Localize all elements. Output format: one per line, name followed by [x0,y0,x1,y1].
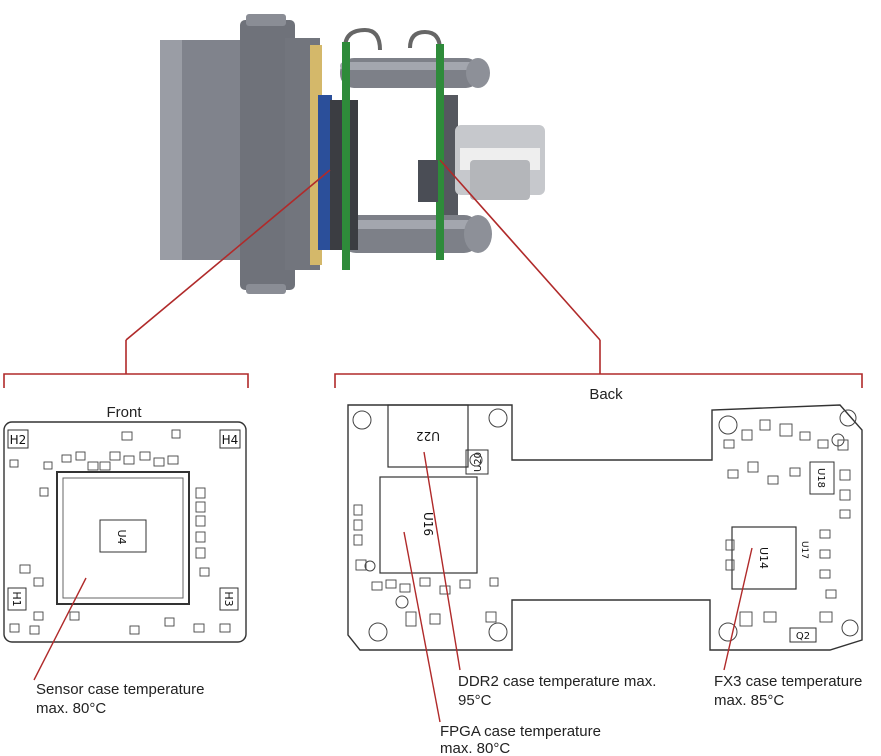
ddr2-annotation-line1: DDR2 case temperature max. [458,673,656,690]
sensor-annotation-line1: Sensor case temperature [36,681,204,698]
cable-loop-left [343,27,382,51]
camera-assembly-render [160,14,545,294]
rod-end-top [466,58,490,88]
mount-flange [240,20,295,290]
h2-label: H2 [10,433,27,447]
h1-pad [7,587,27,611]
back-round-part-4 [831,433,845,447]
annotation-pointers [33,451,753,723]
sensor-board-blue [318,95,332,250]
back-mounting-holes [352,408,859,642]
back-board: U22 U20 U16 U18 U14 U17 Q2 [347,404,863,651]
lens-barrel-highlight [160,40,182,260]
front-heading: Front [106,404,142,421]
ddr2-annotation-line2: 95°C [458,692,492,709]
front-small-components [9,429,231,635]
fpga-annotation-line2: max. 80°C [440,740,510,756]
back-round-part-1 [364,560,376,572]
sensor-die [99,519,147,553]
callout-front [125,169,331,341]
pointer-fx3 [723,547,753,671]
u17-label: U17 [799,541,809,559]
usb-connector-base [470,160,530,200]
q2-label: Q2 [796,631,810,642]
callout-lines [3,159,863,388]
u14-fx3-chip [731,526,797,590]
rod-end-bottom [464,215,492,253]
back-board-components [418,160,438,202]
cable-loop-right [408,29,442,51]
back-round-part-3 [469,453,483,467]
u22-chip [387,404,469,468]
flange-tab-bottom [246,284,286,294]
u18-label: U18 [815,468,826,488]
front-board: U4 H2 H4 H3 H1 [3,421,247,643]
annotation-texts: Sensor case temperature max. 80°C DDR2 c… [36,673,862,756]
u20-chip [465,449,489,475]
sensor-outer [56,471,190,605]
pointer-sensor [33,577,87,681]
front-bracket [3,373,249,388]
h3-pad [219,587,239,611]
h4-label: H4 [222,433,239,447]
fpga-annotation-line1: FPGA case temperature [440,723,601,740]
standoff-rod-bottom-shine [340,220,480,229]
sensor-inner [62,477,184,599]
back-round-part-2 [395,595,409,609]
pointer-ddr2 [423,451,461,671]
pointer-fpga [403,531,441,723]
h1-label: H1 [10,591,23,606]
h4-pad [219,429,241,449]
back-heading: Back [589,386,623,403]
standoff-rod-top-shine [340,62,480,70]
u20-label: U20 [473,452,484,472]
u22-label: U22 [416,429,440,443]
flange-tab-top [246,14,286,26]
q2-part [789,627,817,643]
back-pcb-green [436,44,444,260]
lens-barrel [160,40,260,260]
u4-label: U4 [115,529,128,544]
u18-chip [809,461,835,495]
front-board-outline [3,421,247,643]
h3-label: H3 [222,591,235,606]
front-pcb-green [342,42,350,270]
back-board-rear-parts [444,95,458,215]
u16-label: U16 [421,512,435,536]
fx3-annotation-line2: max. 85°C [714,692,784,709]
h2-pad [7,429,29,449]
back-small-components [353,419,851,627]
fx3-annotation-line1: FX3 case temperature [714,673,862,690]
sensor-annotation-line2: max. 80°C [36,700,106,717]
callout-back [439,159,601,341]
u14-label: U14 [757,547,770,569]
back-bracket [334,373,863,388]
